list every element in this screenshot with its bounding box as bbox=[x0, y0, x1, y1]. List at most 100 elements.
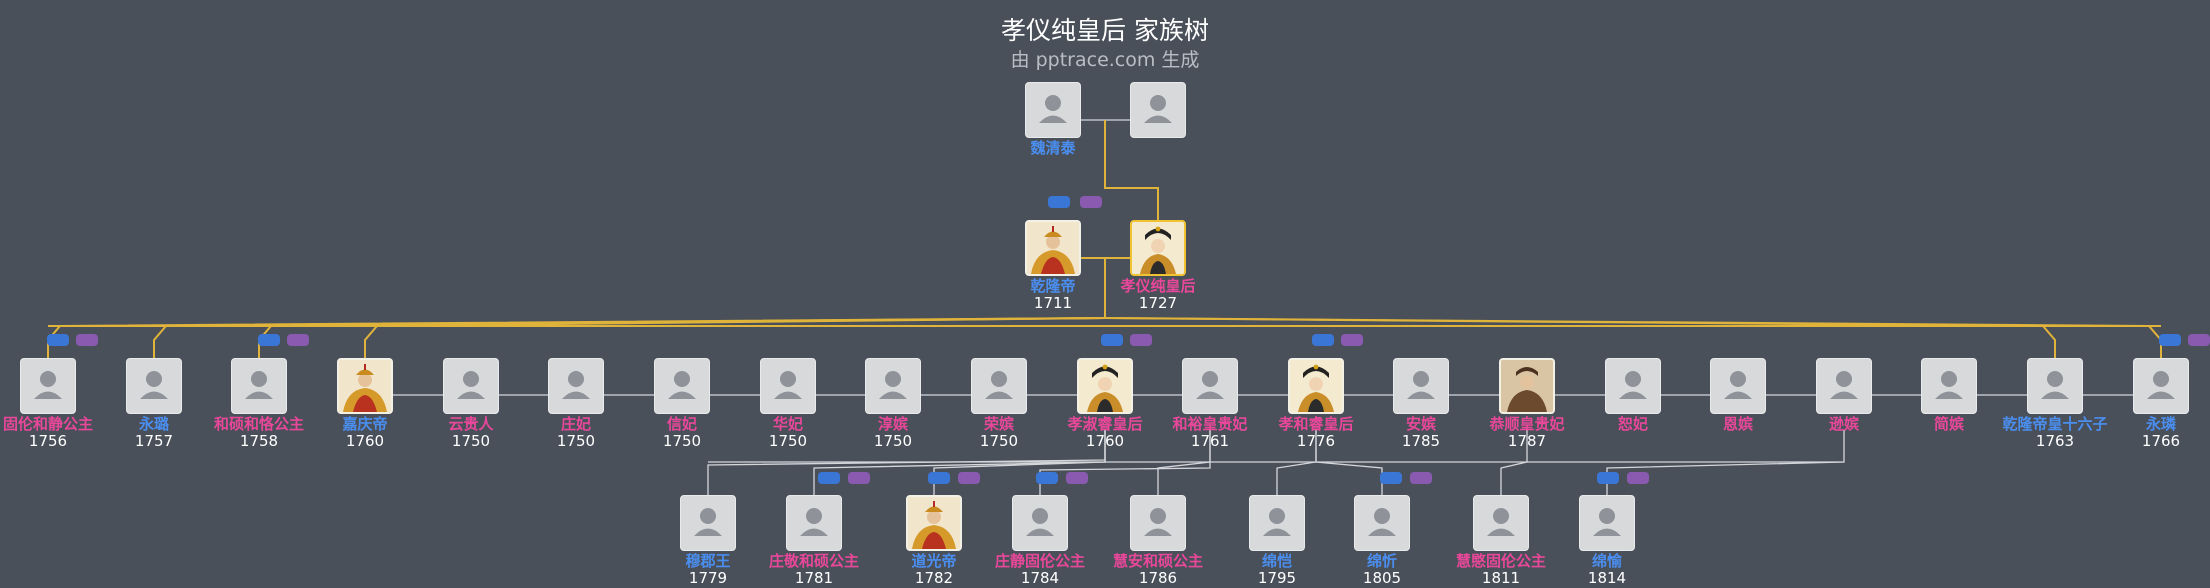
avatar-placeholder-icon[interactable] bbox=[1921, 358, 1977, 414]
expand-badge-icon[interactable] bbox=[2188, 334, 2210, 346]
expand-badge-icon[interactable] bbox=[1380, 472, 1402, 484]
person-name[interactable]: 慧愍固伦公主 bbox=[1455, 552, 1546, 570]
person-name[interactable]: 魏清泰 bbox=[1030, 139, 1076, 157]
expand-badge-icon[interactable] bbox=[1036, 472, 1058, 484]
person-name[interactable]: 逊嫔 bbox=[1828, 415, 1859, 433]
person-node-en-pin[interactable]: 恩嫔 bbox=[1658, 358, 1818, 433]
person-node-jian-pin[interactable]: 简嫔 bbox=[1869, 358, 2029, 433]
avatar-placeholder-icon[interactable] bbox=[1579, 495, 1635, 551]
person-name[interactable]: 华妃 bbox=[772, 415, 803, 433]
person-name[interactable]: 慧安和硕公主 bbox=[1112, 552, 1203, 570]
expand-badge-icon[interactable] bbox=[958, 472, 980, 484]
expand-badge-icon[interactable] bbox=[76, 334, 98, 346]
expand-badge-icon[interactable] bbox=[2159, 334, 2181, 346]
person-name[interactable]: 恕妃 bbox=[1617, 415, 1648, 433]
person-name[interactable]: 孝和睿皇后 bbox=[1278, 415, 1354, 433]
avatar-placeholder-icon[interactable] bbox=[680, 495, 736, 551]
person-name[interactable]: 道光帝 bbox=[911, 552, 957, 570]
expand-badge-icon[interactable] bbox=[287, 334, 309, 346]
person-name[interactable]: 庄敬和硕公主 bbox=[768, 552, 859, 570]
person-name[interactable]: 信妃 bbox=[666, 415, 697, 433]
expand-badge-icon[interactable] bbox=[1080, 196, 1102, 208]
avatar-placeholder-icon[interactable] bbox=[1249, 495, 1305, 551]
avatar-placeholder-icon[interactable] bbox=[20, 358, 76, 414]
avatar-placeholder-icon[interactable] bbox=[443, 358, 499, 414]
avatar-placeholder-icon[interactable] bbox=[1130, 82, 1186, 138]
expand-badge-icon[interactable] bbox=[1130, 334, 1152, 346]
avatar-placeholder-icon[interactable] bbox=[231, 358, 287, 414]
expand-badge-icon[interactable] bbox=[1627, 472, 1649, 484]
person-node-xun-pin[interactable]: 逊嫔 bbox=[1764, 358, 1924, 433]
person-name[interactable]: 绵愉 bbox=[1591, 552, 1622, 570]
avatar-placeholder-icon[interactable] bbox=[2133, 358, 2189, 414]
person-name[interactable]: 孝淑睿皇后 bbox=[1067, 415, 1143, 433]
avatar-placeholder-icon[interactable] bbox=[865, 358, 921, 414]
avatar-placeholder-icon[interactable] bbox=[1473, 495, 1529, 551]
portrait-image[interactable] bbox=[1025, 220, 1081, 276]
person-name[interactable]: 安嫔 bbox=[1405, 415, 1436, 433]
expand-badge-icon[interactable] bbox=[1312, 334, 1334, 346]
portrait-image[interactable] bbox=[1077, 358, 1133, 414]
expand-badge-icon[interactable] bbox=[47, 334, 69, 346]
person-node-wei-wife[interactable] bbox=[1078, 82, 1238, 138]
person-name[interactable]: 恭顺皇贵妃 bbox=[1489, 415, 1565, 433]
avatar-placeholder-icon[interactable] bbox=[1354, 495, 1410, 551]
avatar-placeholder-icon[interactable] bbox=[654, 358, 710, 414]
avatar-placeholder-icon[interactable] bbox=[1012, 495, 1068, 551]
avatar-placeholder-icon[interactable] bbox=[786, 495, 842, 551]
person-name[interactable]: 绵忻 bbox=[1366, 552, 1397, 570]
person-name[interactable]: 庄妃 bbox=[560, 415, 591, 433]
portrait-image[interactable] bbox=[337, 358, 393, 414]
person-name[interactable]: 恩嫔 bbox=[1722, 415, 1753, 433]
expand-badge-icon[interactable] bbox=[1048, 196, 1070, 208]
person-node-wei-qingtai[interactable]: 魏清泰 bbox=[973, 82, 1133, 157]
avatar-placeholder-icon[interactable] bbox=[1393, 358, 1449, 414]
avatar-placeholder-icon[interactable] bbox=[1182, 358, 1238, 414]
person-name[interactable]: 绵恺 bbox=[1261, 552, 1292, 570]
person-name[interactable]: 淳嫔 bbox=[877, 415, 908, 433]
expand-badge-icon[interactable] bbox=[1066, 472, 1088, 484]
person-name[interactable]: 乾隆帝 bbox=[1030, 277, 1076, 295]
avatar-placeholder-icon[interactable] bbox=[760, 358, 816, 414]
expand-badge-icon[interactable] bbox=[1410, 472, 1432, 484]
person-name[interactable]: 简嫔 bbox=[1933, 415, 1964, 433]
portrait-image[interactable] bbox=[906, 495, 962, 551]
person-name[interactable]: 嘉庆帝 bbox=[342, 415, 388, 433]
expand-badge-icon[interactable] bbox=[258, 334, 280, 346]
person-name[interactable]: 和硕和恪公主 bbox=[213, 415, 304, 433]
expand-badge-icon[interactable] bbox=[818, 472, 840, 484]
portrait-image[interactable] bbox=[1499, 358, 1555, 414]
avatar-placeholder-icon[interactable] bbox=[1710, 358, 1766, 414]
person-name[interactable]: 固伦和静公主 bbox=[2, 415, 93, 433]
person-name[interactable]: 和裕皇贵妃 bbox=[1172, 415, 1248, 433]
person-name[interactable]: 云贵人 bbox=[448, 415, 494, 433]
person-name[interactable]: 荣嫔 bbox=[983, 415, 1014, 433]
person-name[interactable]: 永璐 bbox=[138, 415, 169, 433]
expand-badge-icon[interactable] bbox=[1341, 334, 1363, 346]
